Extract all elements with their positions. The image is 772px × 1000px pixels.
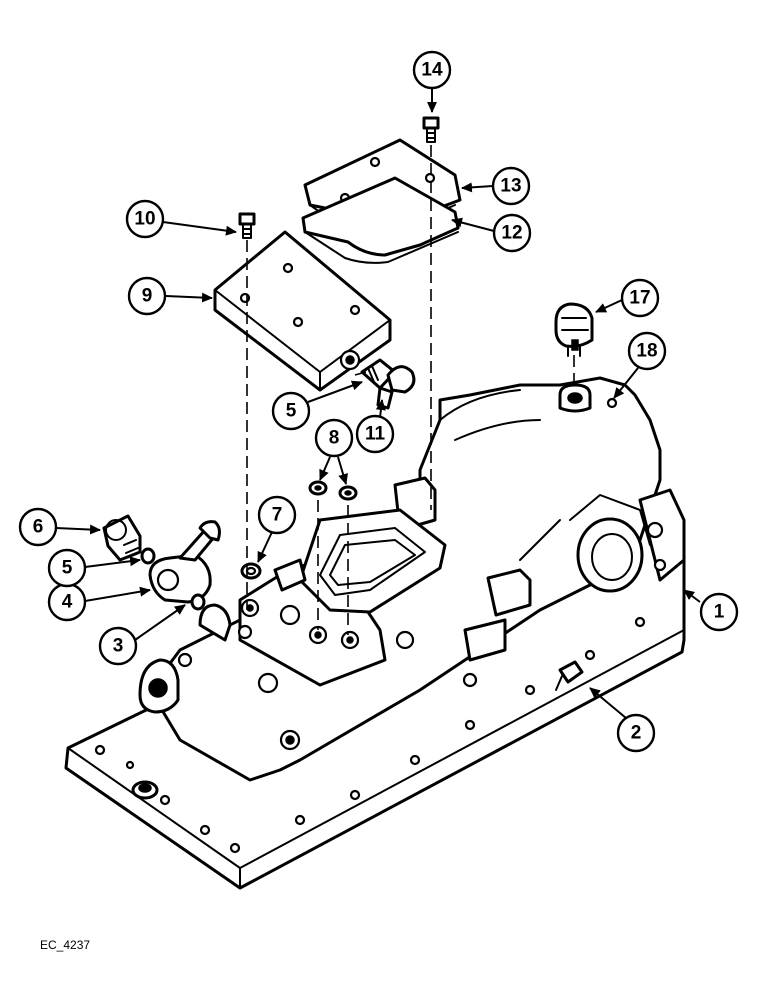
bolt-14 [422,116,440,143]
callout-5-lower-label: 5 [62,558,73,579]
callout-4: 4 [47,582,151,622]
callout-9: 9 [127,276,213,316]
cover-opening-frame [298,508,447,614]
callout-5-upper-label: 5 [286,401,297,422]
banjo-assembly [102,514,221,611]
callout-14-label: 14 [421,60,443,81]
callout-2: 2 [589,687,656,753]
callout-6-label: 6 [33,517,44,538]
callout-10-label: 10 [134,209,155,230]
callout-17: 17 [595,278,660,318]
callout-7: 7 [257,495,297,563]
housing-cover [64,376,686,890]
callout-3: 3 [98,604,186,666]
callout-18-label: 18 [636,341,657,362]
assembly-lines [246,145,575,635]
callout-12-label: 12 [501,223,522,244]
bolt-10 [238,212,256,239]
callout-13: 13 [461,166,531,206]
valve-block-9 [213,230,392,392]
callout-17-label: 17 [629,288,650,309]
callout-1-label: 1 [714,602,725,623]
breather-cap-17 [554,302,594,357]
figure-code: EC_4237 [40,938,90,952]
callout-8-label: 8 [329,428,340,449]
callout-3-label: 3 [113,636,124,657]
o-ring-5 [140,547,156,565]
washer-7 [240,562,262,580]
callout-7-label: 7 [272,505,283,526]
callout-18: 18 [613,331,667,399]
callout-10: 10 [125,199,237,239]
callout-5-lower: 5 [47,548,141,588]
callout-12: 12 [451,213,532,253]
callout-13-label: 13 [500,176,521,197]
callout-14: 14 [412,50,452,113]
callout-11-label: 11 [365,424,386,445]
callout-4-label: 4 [62,592,73,613]
callout-5-upper: 5 [271,380,363,431]
callout-8: 8 [314,418,354,485]
callout-2-label: 2 [631,723,642,744]
callout-6: 6 [18,507,101,547]
washer-3 [190,593,206,611]
washers-8 [308,480,358,501]
callout-11: 11 [355,399,395,454]
drain-screw [558,660,584,684]
callout-1: 1 [683,589,739,632]
filler-seal-18 [558,383,618,413]
elbow-fitting-11 [360,358,416,410]
callout-9-label: 9 [142,286,153,307]
